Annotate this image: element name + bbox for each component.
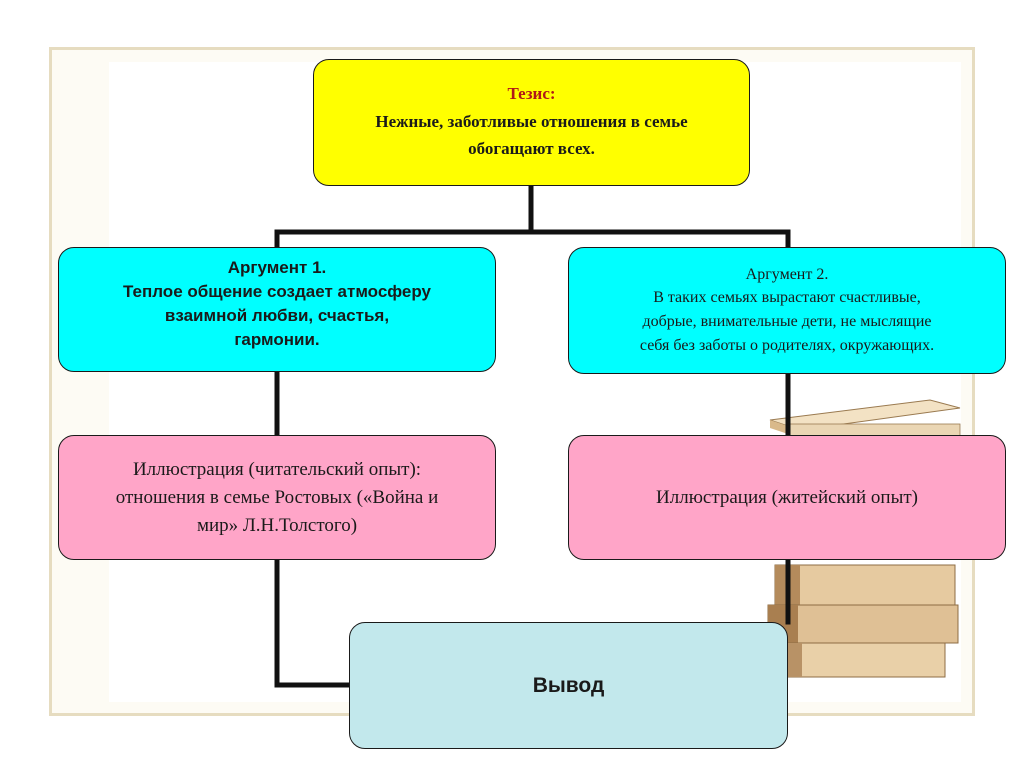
argument-1-line: гармонии. bbox=[234, 330, 320, 349]
thesis-box: Тезис: Нежные, заботливые отношения в се… bbox=[313, 59, 750, 186]
argument-1-box: Аргумент 1. Теплое общение создает атмос… bbox=[58, 247, 496, 372]
illustration-2-box: Иллюстрация (житейский опыт) bbox=[568, 435, 1006, 560]
argument-1-heading: Аргумент 1. bbox=[227, 258, 327, 277]
argument-2-line: добрые, внимательные дети, не мыслящие bbox=[642, 313, 932, 330]
illustration-2-text: Иллюстрация (житейский опыт) bbox=[656, 487, 918, 509]
illustration-1-box: Иллюстрация (читательский опыт): отношен… bbox=[58, 435, 496, 560]
argument-2-text: В таких семьях вырастают счастливые, доб… bbox=[640, 286, 934, 358]
conclusion-label: Вывод bbox=[532, 673, 605, 697]
illustration-1-text: Иллюстрация (читательский опыт): отношен… bbox=[116, 456, 439, 540]
illustration-2-line: Иллюстрация (житейский опыт) bbox=[656, 486, 918, 508]
illustration-1-line: отношения в семье Ростовых («Война и bbox=[115, 486, 439, 508]
argument-2-box: Аргумент 2. В таких семьях вырастают сча… bbox=[568, 247, 1006, 374]
argument-2-line: В таких семьях вырастают счастливые, bbox=[653, 289, 921, 306]
conclusion-box: Вывод bbox=[349, 622, 788, 749]
argument-1-text: Теплое общение создает атмосферу взаимно… bbox=[123, 280, 431, 352]
argument-2-heading: Аргумент 2. bbox=[745, 266, 829, 283]
thesis-text: Нежные, заботливые отношения в семье обо… bbox=[375, 108, 687, 162]
thesis-heading: Тезис: bbox=[507, 83, 556, 103]
illustration-1-line: мир» Л.Н.Толстого) bbox=[196, 514, 358, 536]
argument-1-line: Теплое общение создает атмосферу bbox=[122, 282, 432, 301]
thesis-line: Нежные, заботливые отношения в семье bbox=[375, 111, 688, 131]
argument-1-line: взаимной любви, счастья, bbox=[164, 306, 390, 325]
illustration-1-line: Иллюстрация (читательский опыт): bbox=[132, 458, 422, 480]
argument-2-line: себя без заботы о родителях, окружающих. bbox=[639, 337, 935, 354]
thesis-line: обогащают всех. bbox=[468, 138, 595, 158]
